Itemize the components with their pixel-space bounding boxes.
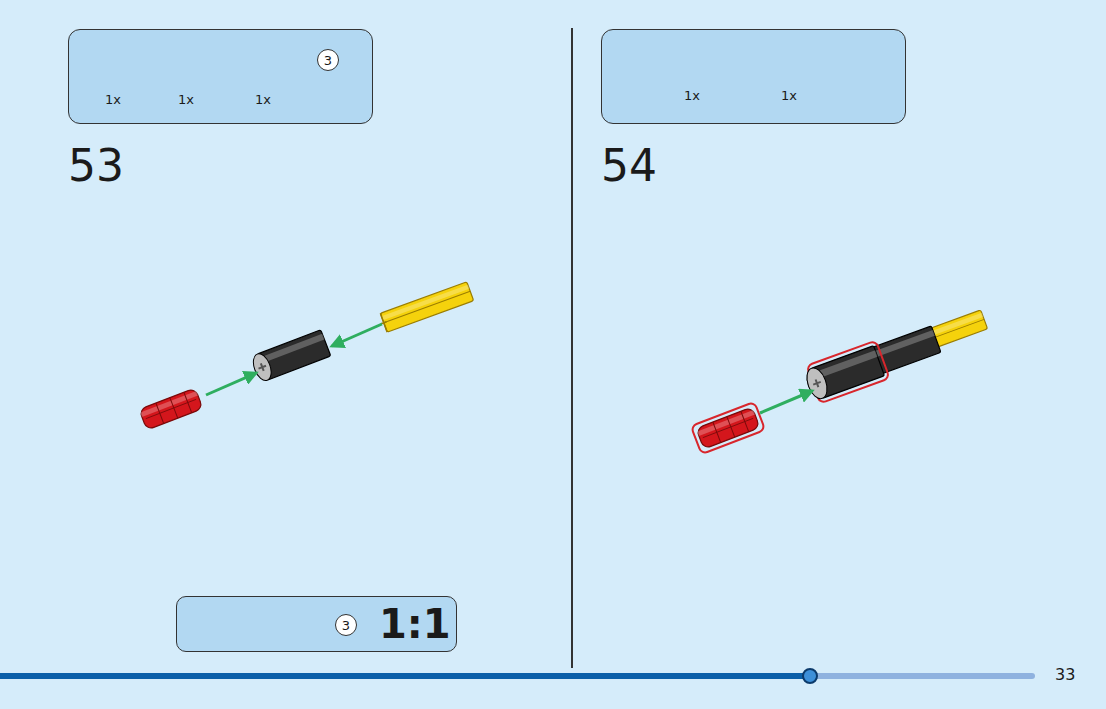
progress-knob — [803, 669, 817, 683]
progress-bar — [0, 673, 810, 679]
callout-circle: 3 — [317, 49, 339, 71]
assembly-arrow — [760, 391, 812, 413]
pin-part — [691, 402, 765, 454]
bush-part — [250, 330, 331, 383]
callout-number: 3 — [324, 54, 332, 67]
step-number: 54 — [601, 144, 657, 188]
quantity-text: 1x — [684, 89, 700, 102]
parts-box: 1x 1x 1x 3 — [68, 29, 373, 124]
scale-box: 1:1 3 — [176, 596, 457, 652]
pin-part — [139, 388, 203, 430]
quantity-text: 1x — [105, 93, 121, 106]
assembly-arrow — [332, 324, 382, 346]
axle-part — [378, 282, 474, 333]
scale-text: 1:1 — [379, 604, 451, 644]
bush-part — [802, 341, 890, 406]
quantity-text: 1x — [255, 93, 271, 106]
progress-track — [810, 673, 1032, 679]
assembly-arrow — [206, 373, 256, 395]
callout-number: 3 — [342, 619, 350, 632]
callout-circle: 3 — [335, 614, 357, 636]
step-number: 53 — [68, 144, 124, 188]
quantity-text: 1x — [781, 89, 797, 102]
page-number: 33 — [1055, 667, 1075, 683]
quantity-text: 1x — [178, 93, 194, 106]
parts-box: 1x 1x — [601, 29, 906, 124]
divider-line — [571, 28, 573, 668]
